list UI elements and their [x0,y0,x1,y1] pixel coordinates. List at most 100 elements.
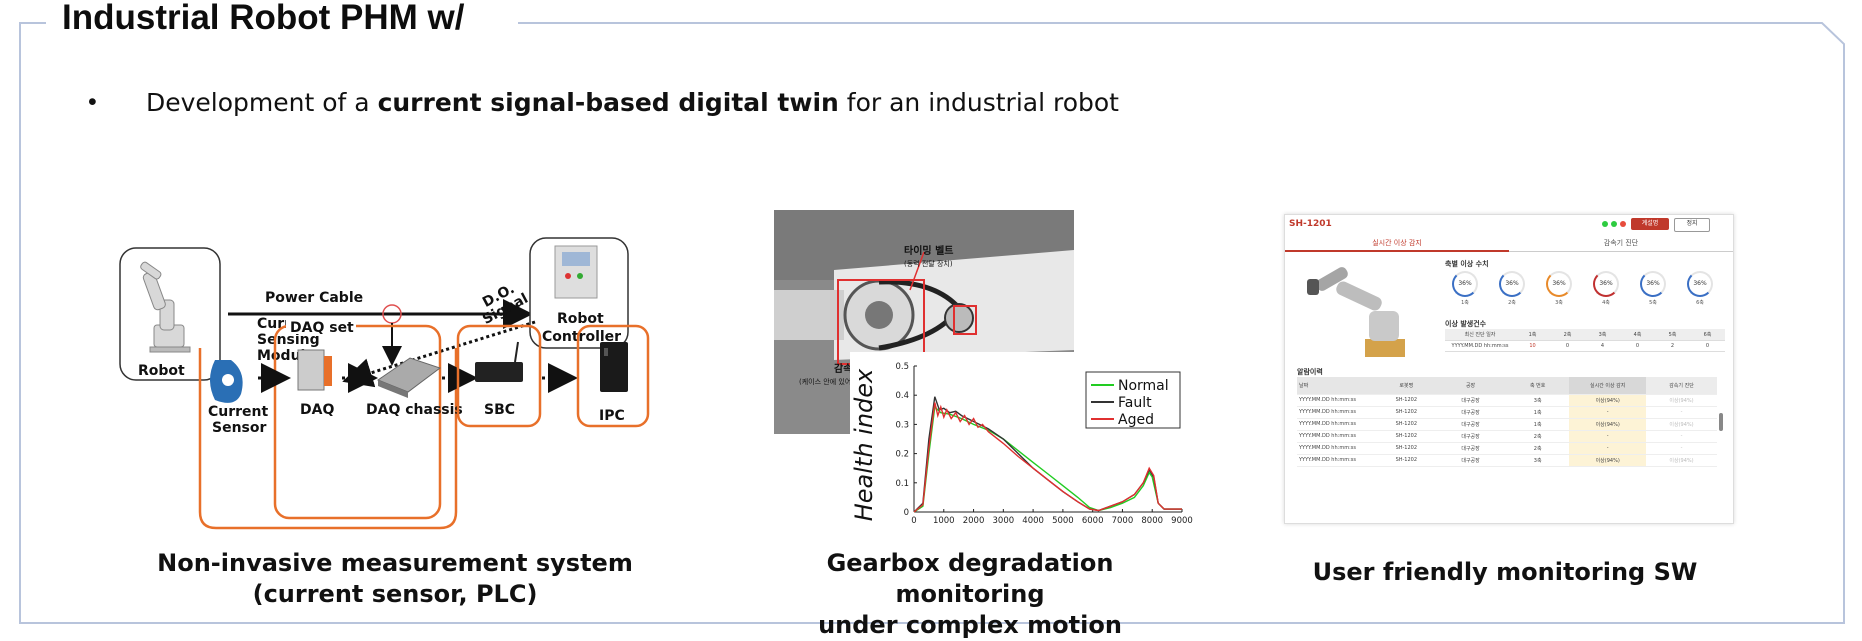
x-tick-label: 3000 [993,516,1015,526]
history-cell: 1축 [1533,422,1542,428]
current-sensor-label-2: Sensor [212,420,266,436]
robot-label: Robot [138,363,185,379]
x-tick-label: 6000 [1082,516,1104,526]
current-sensor-icon [210,360,243,403]
caption-right-line: User friendly monitoring SW [1312,558,1698,586]
x-tick-label: 1000 [933,516,955,526]
count-cell: 0 [1635,343,1640,349]
count-cell: 4 [1600,343,1605,349]
gauge-section-title: 축별 이상 수치 [1445,260,1489,268]
sw-run-button[interactable]: 계설명 [1631,218,1669,230]
legend-label-aged: Aged [1118,412,1154,428]
controller-cabinet-icon [554,245,598,299]
caption-middle-line-1: Gearbox degradation monitoring [826,549,1114,608]
history-cell: 1축 [1533,410,1542,416]
x-tick-label: 4000 [1022,516,1044,526]
legend-label-normal: Normal [1118,378,1169,394]
sbc-device-icon [475,341,523,382]
count-cell: 최신 진단 일자 [1464,332,1496,338]
bullet-text-post: for an industrial robot [838,88,1119,117]
y-tick-label: 0 [904,508,909,518]
legend-label-fault: Fault [1118,395,1152,411]
monitoring-software-window: SH-1201 계설명 정지 실시간 이상 감지 감속기 진단 축별 이상 수치… [1284,214,1734,524]
history-header-cell: 축 번호 [1529,383,1546,389]
belt-highlight-box [953,305,977,335]
sw-tab-bar: 실시간 이상 감지 감속기 진단 [1285,237,1733,252]
count-cell: YYYY.MM.DD hh:mm:ss [1451,343,1509,349]
gauge-axis-label: 3축 [1555,300,1563,306]
history-cell: 이상(94%) [1669,398,1694,404]
y-axis-label: Health index [850,368,878,521]
x-tick-label: 5000 [1052,516,1074,526]
axis-gauge: 36%2축 [1492,271,1532,311]
history-cell: - [1680,445,1683,451]
x-tick-label: 9000 [1171,516,1193,526]
current-sensing-module-outline [198,348,458,530]
history-cell: 2축 [1533,446,1542,452]
x-tick-label: 8000 [1141,516,1163,526]
count-cell: 4축 [1633,332,1642,338]
history-cell: 이상(94%) [1569,419,1647,430]
history-cell: SH-1202 [1395,445,1418,451]
axis-gauge: 36% 3축 [1539,271,1579,311]
history-cell: 이상(94%) [1569,395,1647,406]
axis-gauge: 36%6축 [1680,271,1720,311]
gauge-axis-label: 5축 [1649,300,1657,306]
slide-title: Industrial Robot PHM w/ [60,0,475,38]
tab-reducer-diagnosis[interactable]: 감속기 진단 [1603,239,1639,247]
measurement-system-diagram: Robot Power Cable Robot Controller D.O. … [119,237,650,530]
sw-header: SH-1201 계설명 정지 [1285,215,1733,235]
history-cell: YYYY.MM.DD hh:mm:ss [1299,397,1356,403]
series-line-aged [913,402,1182,513]
history-header-cell: 감속기 진단 [1646,377,1717,394]
history-cell: 대구공장 [1461,446,1480,452]
count-cell: 2축 [1563,332,1572,338]
daq-label: DAQ [300,402,334,418]
gauge-ring: 36% [1546,271,1572,297]
history-scrollbar[interactable] [1719,413,1723,431]
controller-label-2: Controller [542,329,621,345]
count-cell: 3축 [1598,332,1607,338]
history-cell: YYYY.MM.DD hh:mm:ss [1299,421,1356,427]
count-cell: 0 [1705,343,1710,349]
count-cell: 5축 [1668,332,1677,338]
tab-realtime-detection[interactable]: 실시간 이상 감지 [1285,237,1509,252]
gauge-axis-label: 4축 [1602,300,1610,306]
axis-gauge: 36%5축 [1633,271,1673,311]
ipc-device-icon [600,342,628,392]
gauge-axis-label: 6축 [1696,300,1704,306]
count-section-title: 이상 발생건수 [1445,320,1487,328]
caption-left: Non-invasive measurement system (current… [150,548,640,610]
history-cell: 이상(94%) [1669,458,1694,464]
caption-middle-line-2: under complex motion [818,611,1122,639]
history-cell: - [1569,443,1647,454]
count-cell: 6축 [1703,332,1712,338]
history-cell: 이상(94%) [1669,422,1694,428]
daq-module-icon [297,349,332,391]
gauge-axis-label: 2축 [1508,300,1516,306]
x-tick-label: 0 [911,516,916,526]
axis-gauge: 36%4축 [1586,271,1626,311]
status-dot-green-2 [1611,221,1617,227]
count-cell: 2 [1670,343,1675,349]
x-tick-label: 7000 [1112,516,1134,526]
sw-stop-button[interactable]: 정지 [1674,218,1710,232]
bullet-text: Development of a current signal-based di… [146,88,1119,117]
history-cell: 대구공장 [1461,410,1480,416]
sw-robot-image [1307,267,1405,357]
history-cell: SH-1202 [1395,409,1418,415]
daq-set-label-bg [286,318,356,334]
history-cell: 대구공장 [1461,458,1480,464]
history-cell: 대구공장 [1461,398,1480,404]
ipc-box [576,324,650,428]
